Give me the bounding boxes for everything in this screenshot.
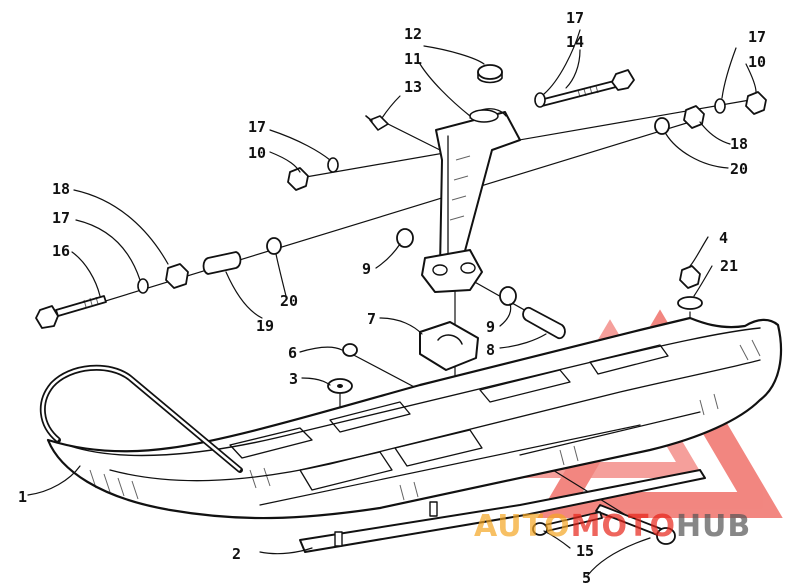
callout-2: 2	[232, 545, 241, 563]
locknut-parts-18	[165, 105, 705, 289]
callout-11: 11	[404, 50, 422, 68]
callout-14: 14	[566, 33, 584, 51]
callout-1: 1	[18, 488, 27, 506]
watermark-auto: AUTO	[474, 509, 571, 544]
washer-part-3	[327, 378, 353, 394]
callout-6: 6	[288, 344, 297, 362]
saddle-block-part-7	[419, 321, 479, 371]
callout-labels: 1 2 3 4 5 6 7 8 9 9 10 10 11 12 13 14 15…	[18, 9, 766, 587]
cap-part-12	[477, 64, 503, 84]
callout-18a: 18	[52, 180, 70, 198]
bushing-parts-20	[266, 117, 670, 255]
bolt-part-5	[595, 504, 676, 545]
callout-19: 19	[256, 317, 274, 335]
callout-8: 8	[486, 341, 495, 359]
callout-21: 21	[720, 257, 738, 275]
watermark-moto: MOTO	[571, 509, 676, 544]
bolt-part-14	[539, 69, 635, 107]
callout-5: 5	[582, 569, 591, 587]
watermark-hub: HUB	[676, 509, 751, 544]
callout-9b: 9	[486, 318, 495, 336]
callout-16: 16	[52, 242, 70, 260]
washer-part-21	[677, 296, 703, 310]
callout-9a: 9	[362, 260, 371, 278]
sleeve-part-19	[202, 251, 242, 275]
callout-7: 7	[367, 310, 376, 328]
callout-17c: 17	[748, 28, 766, 46]
bolt-part-15	[532, 511, 603, 536]
bushing-parts-9	[396, 228, 517, 306]
leader-lines	[27, 29, 757, 576]
svg-text:AUTOMOTOHUB: AUTOMOTOHUB	[474, 509, 751, 544]
callout-17a: 17	[248, 118, 266, 136]
callout-15: 15	[576, 542, 594, 560]
callout-17d: 17	[52, 209, 70, 227]
ski-handle-loop	[39, 364, 243, 473]
ski-body	[46, 316, 783, 553]
watermark-text: AUTOMOTOHUB	[474, 509, 751, 544]
spindle-part	[421, 108, 521, 293]
stud-part-6	[342, 343, 358, 357]
pin-part-8	[522, 306, 566, 340]
callout-17b: 17	[566, 9, 584, 27]
nut-parts-10	[287, 91, 767, 191]
nut-part-4	[679, 265, 701, 289]
bolt-part-16	[35, 295, 107, 329]
callout-13: 13	[404, 78, 422, 96]
callout-10b: 10	[748, 53, 766, 71]
grease-fitting-part-13	[365, 115, 389, 131]
callout-10a: 10	[248, 144, 266, 162]
callout-3: 3	[289, 370, 298, 388]
callout-20a: 20	[280, 292, 298, 310]
callout-4: 4	[719, 229, 728, 247]
washer-parts-17	[137, 92, 726, 294]
callout-20b: 20	[730, 160, 748, 178]
callout-12: 12	[404, 25, 422, 43]
callout-18b: 18	[730, 135, 748, 153]
